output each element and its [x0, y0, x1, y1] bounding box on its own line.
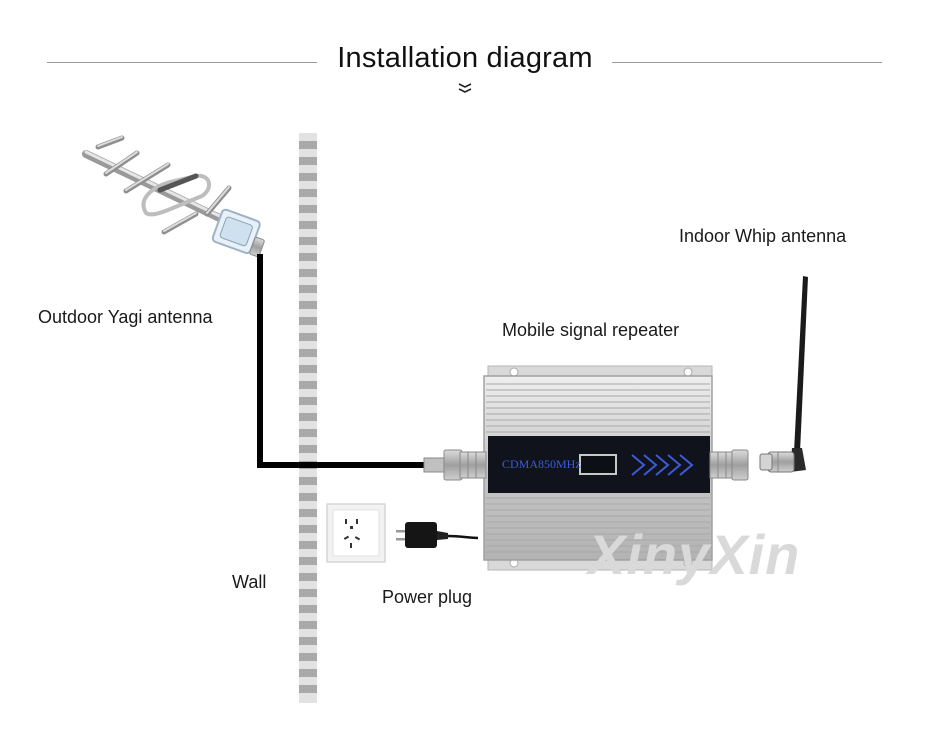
repeater-model-label: CDMA850MHz	[502, 457, 581, 471]
wall-brick	[299, 141, 317, 149]
wall-brick	[299, 541, 317, 549]
wall-brick	[299, 413, 317, 421]
wall-brick	[299, 157, 317, 165]
wall-brick	[299, 589, 317, 597]
wall-brick	[299, 381, 317, 389]
wall-brick	[299, 285, 317, 293]
repeater-outdoor-connector	[423, 449, 487, 481]
wall-brick	[299, 445, 317, 453]
wall-brick	[299, 333, 317, 341]
header-rule-right	[612, 62, 882, 63]
label-power-plug: Power plug	[382, 587, 473, 607]
wall-brick	[299, 509, 317, 517]
wall-brick	[299, 349, 317, 357]
wall-brick	[299, 621, 317, 629]
label-repeater: Mobile signal repeater	[502, 320, 680, 340]
label-wall: Wall	[232, 572, 267, 592]
chevron-down-icon	[458, 83, 472, 93]
wall-brick	[299, 189, 317, 197]
wall-brick	[299, 669, 317, 677]
wall-brick	[299, 573, 317, 581]
wall	[299, 133, 317, 703]
wall-brick	[299, 205, 317, 213]
wall-socket-image	[326, 503, 386, 563]
page-title: Installation diagram	[337, 42, 593, 74]
wall-brick	[299, 637, 317, 645]
wall-brick	[299, 253, 317, 261]
wall-brick	[299, 221, 317, 229]
wall-brick	[299, 493, 317, 501]
wall-brick	[299, 685, 317, 693]
wall-brick	[299, 605, 317, 613]
label-outdoor-antenna: Outdoor Yagi antenna	[38, 307, 213, 327]
repeater-indoor-connector	[709, 449, 749, 481]
coax-cable	[257, 254, 424, 468]
wall-brick	[299, 365, 317, 373]
watermark-text: XinyXin	[588, 523, 801, 586]
wall-brick	[299, 653, 317, 661]
wall-brick	[299, 269, 317, 277]
whip-antenna-image	[759, 276, 808, 473]
wall-brick	[299, 237, 317, 245]
wall-brick	[299, 301, 317, 309]
label-indoor-antenna: Indoor Whip antenna	[679, 226, 847, 246]
wall-brick	[299, 525, 317, 533]
wall-brick	[299, 429, 317, 437]
yagi-antenna-image	[82, 135, 265, 258]
wall-brick	[299, 397, 317, 405]
wall-brick	[299, 557, 317, 565]
repeater-image	[423, 365, 749, 571]
wall-brick	[299, 317, 317, 325]
power-plug-image	[396, 522, 479, 548]
header-rule-left	[47, 62, 317, 63]
wall-brick	[299, 477, 317, 485]
wall-brick	[299, 173, 317, 181]
